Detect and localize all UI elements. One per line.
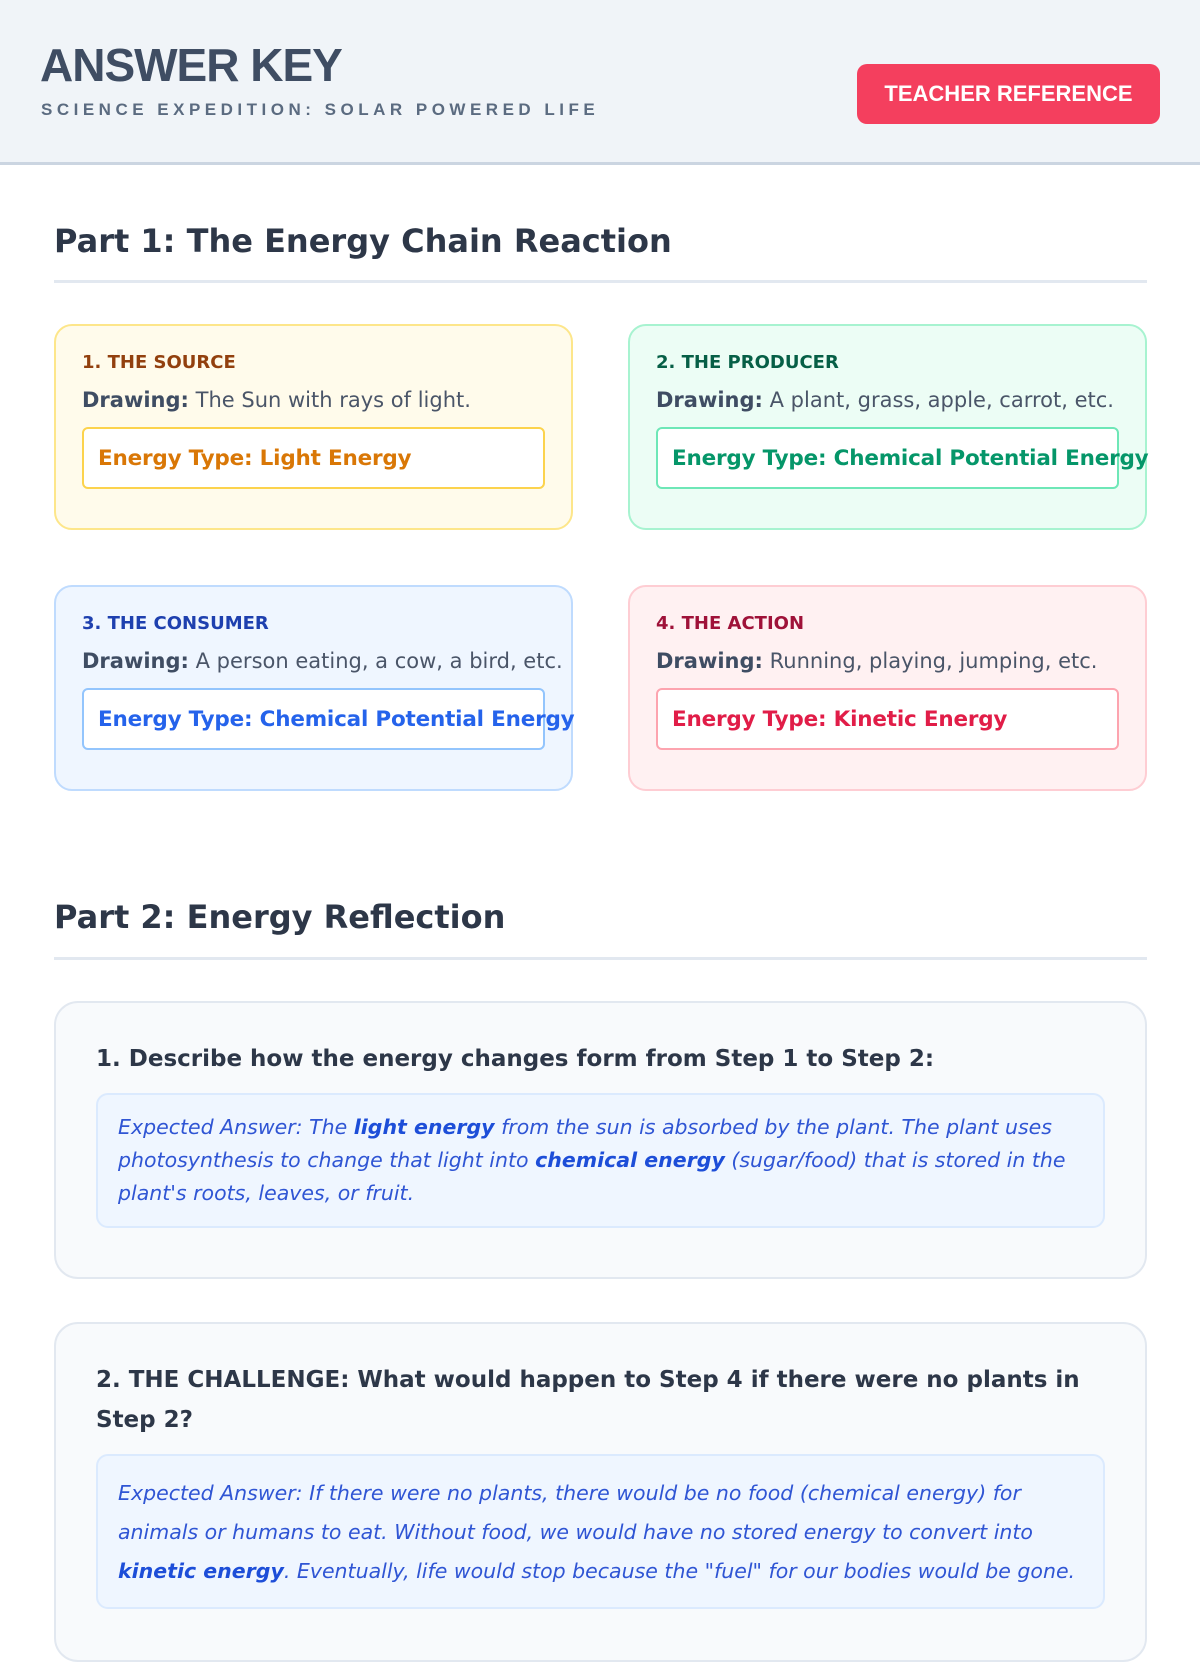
drawing-value: A plant, grass, apple, carrot, etc. <box>769 388 1114 412</box>
drawing-label: Drawing: <box>82 388 189 412</box>
answer-text: . Eventually, life would stop because th… <box>283 1559 1076 1583</box>
answer-text: Expected Answer: If there were no plants… <box>118 1481 1033 1544</box>
card-label: 1. THE SOURCE <box>82 352 236 373</box>
question-card: 2. THE CHALLENGE: What would happen to S… <box>54 1322 1147 1662</box>
answer-emphasis: kinetic energy <box>118 1559 284 1583</box>
divider <box>54 957 1147 960</box>
card-producer: 2. THE PRODUCER Drawing: A plant, grass,… <box>628 324 1149 530</box>
drawing-label: Drawing: <box>656 388 763 412</box>
card-label: 4. THE ACTION <box>656 613 805 634</box>
drawing-text: Drawing: A plant, grass, apple, carrot, … <box>656 388 1119 412</box>
answer-text: from the sun is absorbed by the plant. T… <box>118 1115 1052 1172</box>
page-subtitle: SCIENCE EXPEDITION: SOLAR POWERED LIFE <box>41 100 600 119</box>
card-source: 1. THE SOURCE Drawing: The Sun with rays… <box>54 324 573 530</box>
answer-text: (sugar/food) that is stored in the plant… <box>118 1148 1066 1205</box>
energy-type-box: Energy Type: Kinetic Energy <box>656 688 1119 750</box>
energy-type-box: Energy Type: Chemical Potential Energy <box>656 427 1149 489</box>
card-consumer: 3. THE CONSUMER Drawing: A person eating… <box>54 585 575 791</box>
answer-emphasis: chemical energy <box>535 1148 725 1172</box>
drawing-text: Drawing: A person eating, a cow, a bird,… <box>82 649 563 673</box>
drawing-value: A person eating, a cow, a bird, etc. <box>195 649 563 673</box>
drawing-value: The Sun with rays of light. <box>195 388 471 412</box>
energy-type-box: Energy Type: Chemical Potential Energy <box>82 688 575 750</box>
card-label: 2. THE PRODUCER <box>656 352 839 373</box>
drawing-value: Running, playing, jumping, etc. <box>769 649 1098 673</box>
question-card: 1. Describe how the energy changes form … <box>54 1001 1147 1279</box>
teacher-reference-badge[interactable]: TEACHER REFERENCE <box>857 64 1160 124</box>
drawing-label: Drawing: <box>656 649 763 673</box>
expected-answer: Expected Answer: The light energy from t… <box>96 1093 1105 1228</box>
card-label: 3. THE CONSUMER <box>82 613 269 634</box>
drawing-label: Drawing: <box>82 649 189 673</box>
drawing-text: Drawing: The Sun with rays of light. <box>82 388 545 412</box>
question-text: 2. THE CHALLENGE: What would happen to S… <box>96 1367 1080 1433</box>
drawing-text: Drawing: Running, playing, jumping, etc. <box>656 649 1119 673</box>
part2-heading: Part 2: Energy Reflection <box>54 898 506 936</box>
card-action: 4. THE ACTION Drawing: Running, playing,… <box>628 585 1147 791</box>
answer-text: Expected Answer: The <box>118 1115 354 1139</box>
header: ANSWER KEY SCIENCE EXPEDITION: SOLAR POW… <box>0 0 1200 165</box>
expected-answer: Expected Answer: If there were no plants… <box>96 1454 1105 1609</box>
answer-emphasis: light energy <box>353 1115 495 1139</box>
divider <box>54 280 1147 283</box>
question-text: 1. Describe how the energy changes form … <box>96 1046 935 1072</box>
page-title: ANSWER KEY <box>40 39 343 91</box>
energy-type-box: Energy Type: Light Energy <box>82 427 545 489</box>
part1-heading: Part 1: The Energy Chain Reaction <box>54 222 672 260</box>
